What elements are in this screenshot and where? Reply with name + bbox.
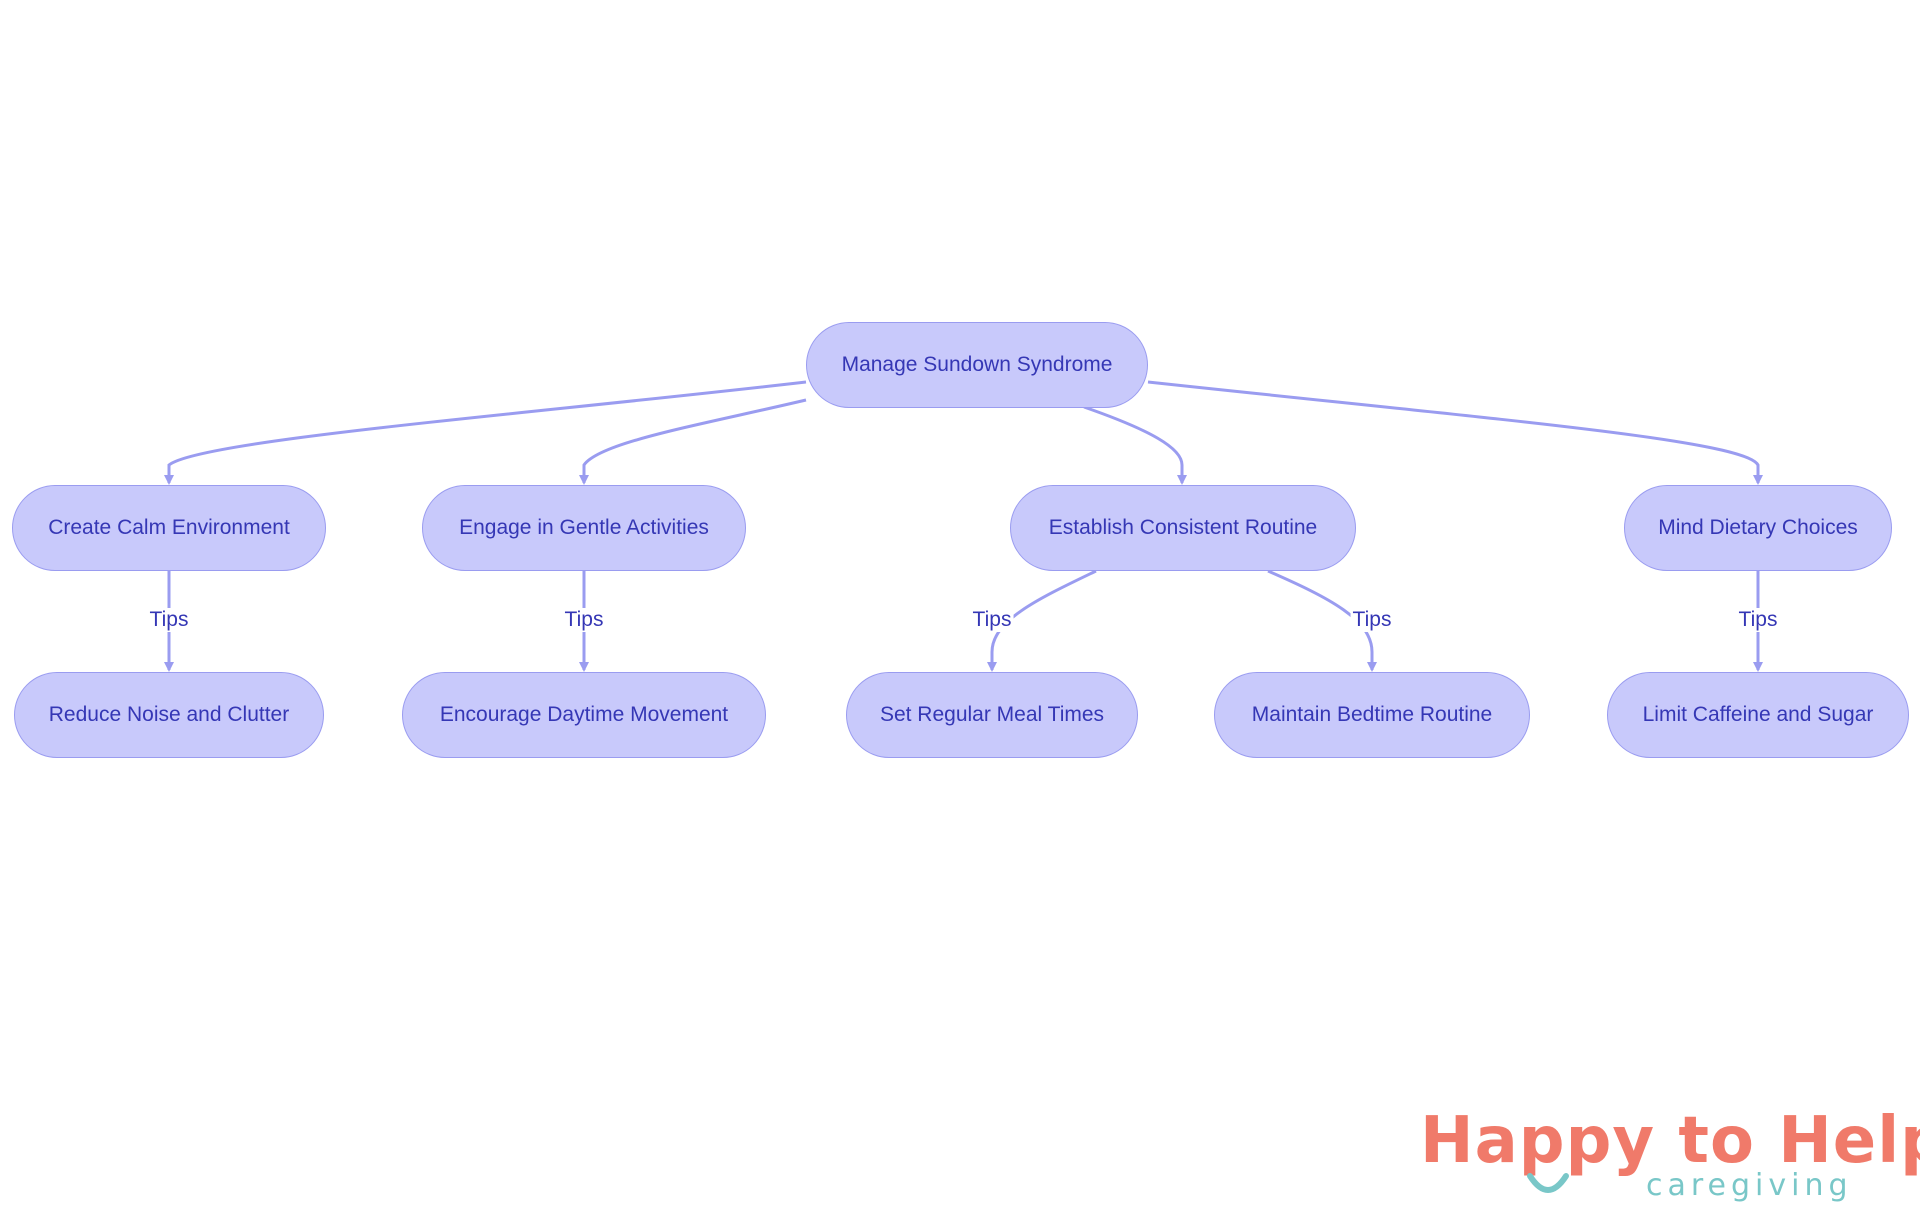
- tip-node-daytime-movement: Encourage Daytime Movement: [402, 672, 766, 758]
- edge-routine-to-meal-times: [987, 569, 1097, 672]
- edge-label-tips: Tips: [147, 608, 191, 632]
- tip-node-bedtime-routine: Maintain Bedtime Routine: [1214, 672, 1530, 758]
- edge-label-tips: Tips: [1350, 608, 1394, 632]
- edge-root-to-calm-environment: [164, 380, 807, 485]
- tip-node-meal-times: Set Regular Meal Times: [846, 672, 1138, 758]
- branch-node-gentle-activities: Engage in Gentle Activities: [422, 485, 746, 571]
- tip-node-reduce-noise: Reduce Noise and Clutter: [14, 672, 324, 758]
- root-node: Manage Sundown Syndrome: [806, 322, 1148, 408]
- edge-routine-to-bedtime: [1267, 569, 1377, 672]
- edge-label-tips: Tips: [562, 608, 606, 632]
- edge-root-to-gentle-activities: [579, 398, 807, 485]
- logo-subtitle: caregiving: [1646, 1168, 1853, 1203]
- edge-root-to-dietary-choices: [1147, 380, 1763, 485]
- edge-root-to-consistent-routine: [1083, 405, 1187, 485]
- tip-node-limit-caffeine: Limit Caffeine and Sugar: [1607, 672, 1909, 758]
- branch-node-dietary-choices: Mind Dietary Choices: [1624, 485, 1892, 571]
- edge-label-tips: Tips: [970, 608, 1014, 632]
- brand-logo: Happy to Help caregiving: [1420, 1104, 1920, 1204]
- edge-label-tips: Tips: [1736, 608, 1780, 632]
- logo-title: Happy to Help: [1420, 1104, 1920, 1178]
- branch-node-calm-environment: Create Calm Environment: [12, 485, 326, 571]
- branch-node-consistent-routine: Establish Consistent Routine: [1010, 485, 1356, 571]
- smile-icon: [1527, 1173, 1569, 1193]
